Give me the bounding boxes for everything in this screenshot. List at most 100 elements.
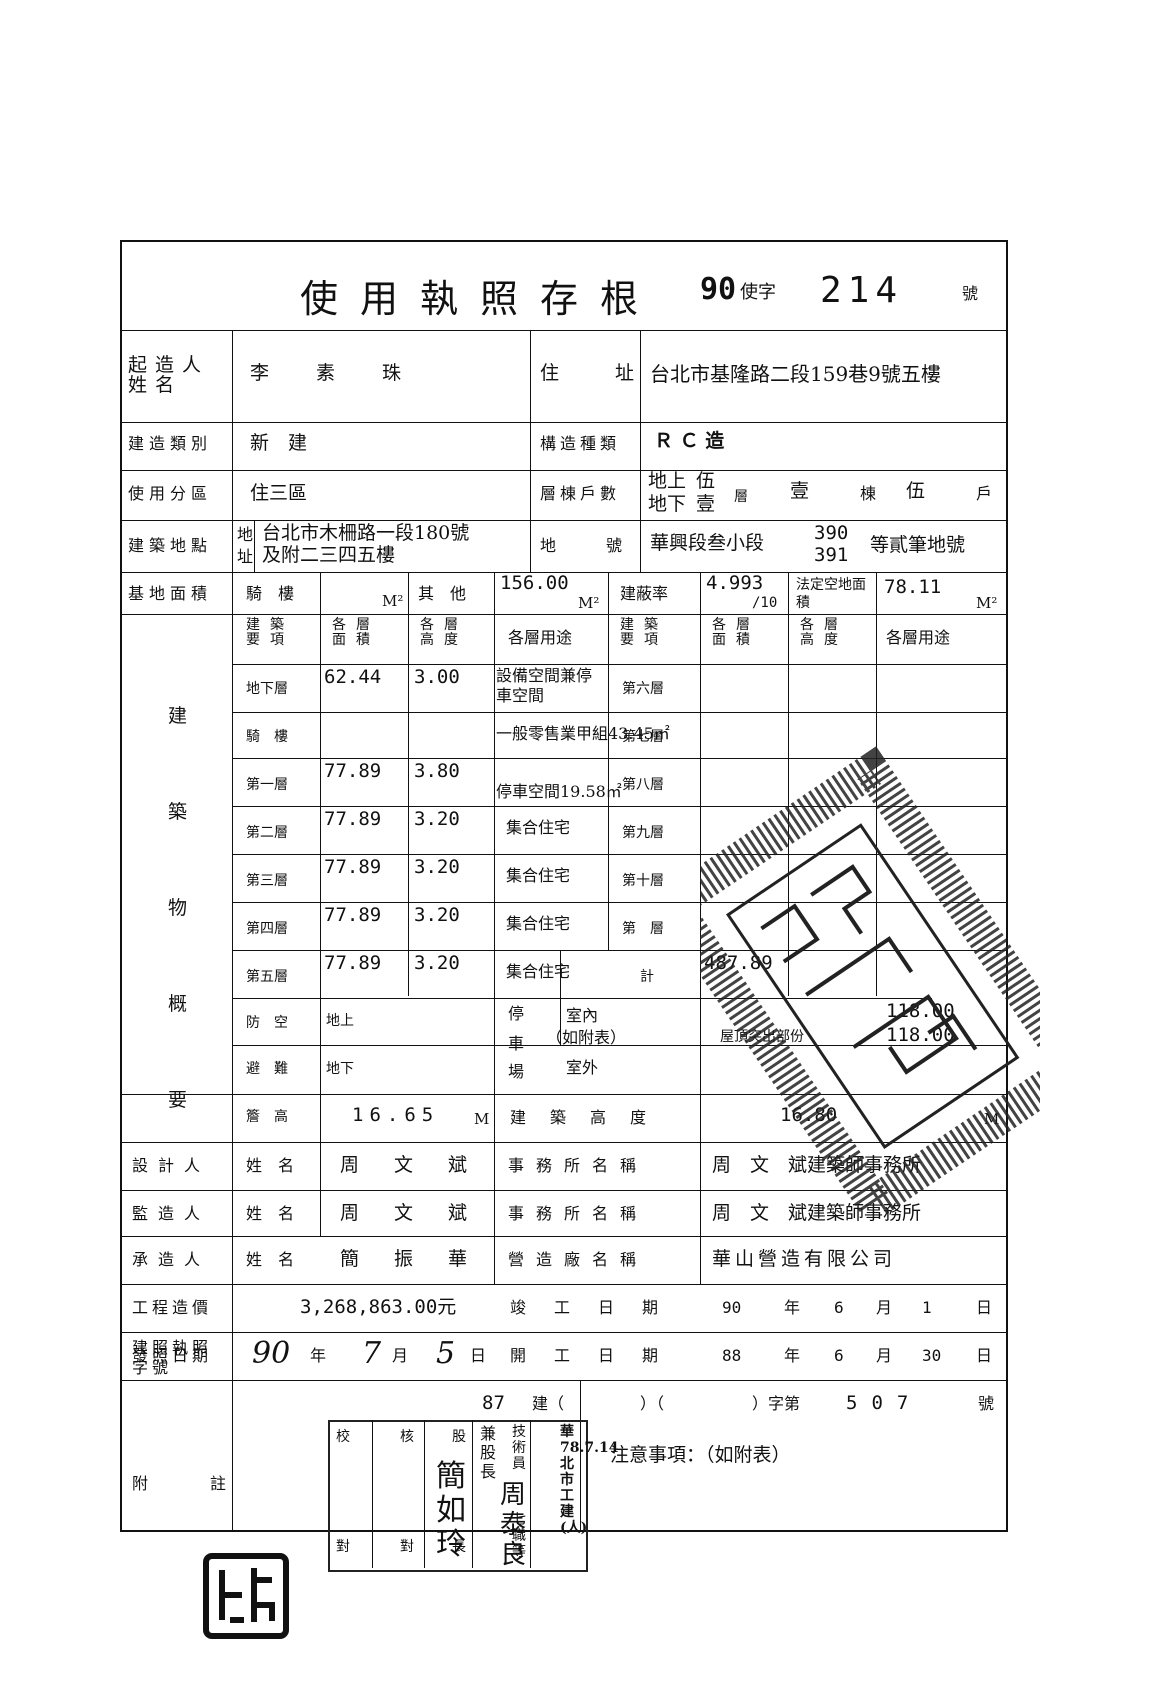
floor-height: 3.20 [414,856,460,878]
floor-name-right: 第十層 [622,873,664,889]
floor-height: 3.20 [414,904,460,926]
lot-suffix: 等貳筆地號 [870,534,966,556]
col-line [320,572,321,1094]
row-line [232,712,1008,713]
row-line [120,330,1008,331]
floor-use: 集合住宅 [506,818,571,837]
notes-text: 注意事項：（如附表） [610,1444,791,1466]
shelter-label-1: 防 空 [246,1015,288,1031]
floor-name: 騎 樓 [246,729,288,745]
site-address-line1: 台北市木柵路一段180號 [262,522,470,544]
permit-char: 使字 [740,282,776,303]
issue-date-label: 發照日期 [132,1346,213,1365]
completion-month: 6 [834,1298,844,1317]
shelter-above: 地上 [326,1013,354,1029]
household-count: 伍 [906,480,926,502]
stamp-divider [530,1420,531,1568]
col-line [608,572,609,950]
stamp-col-1: 兼股長 [480,1424,497,1481]
start-date-label: 開 工 日 期 [510,1346,665,1365]
lot-number-1: 390 [814,522,849,544]
lot-number-2: 391 [814,544,849,566]
coverage-value: 4.993 [706,572,764,594]
building-summary-label: 建築物概要 [168,705,188,1111]
applicant-name: 李 素 珠 [250,362,416,384]
floor-name-right: 第九層 [622,825,664,841]
header-use-right: 各層用途 [886,628,951,647]
issue-month: 7 [362,1336,382,1371]
building-permit-mid3: ）字第 [752,1394,801,1413]
floor-area: 77.89 [324,808,382,830]
col-line [530,330,531,572]
row-line [232,758,1008,759]
col-line [788,572,789,996]
personal-seal-icon [203,1553,289,1639]
above-ground: 地上 [648,470,687,492]
header-area-right: 各層面積 [712,617,760,648]
date-unit: 月 [876,1346,893,1365]
row-line [120,1094,1008,1095]
floor-use: 一般零售業甲組43.45㎡ [496,724,670,743]
parking-outdoor: 室外 [566,1058,599,1077]
date-unit: 年 [784,1346,801,1365]
unit-label: M² [382,592,404,610]
date-unit: 年 [310,1346,327,1365]
floor-use: 集合住宅 [506,962,571,981]
building-count: 壹 [790,480,810,502]
header-height-right: 各層高度 [800,617,848,648]
row-line [232,664,1008,665]
floor-unit: 層 [734,489,748,505]
issue-day: 5 [436,1336,456,1371]
document-frame [120,240,1008,1532]
address-label: 住 址 [540,362,641,384]
approval-stamp [328,1420,588,1572]
floor-height: 3.20 [414,808,460,830]
shelter-label-2: 避 難 [246,1061,288,1077]
notes-label: 附 註 [132,1474,237,1493]
parking-indoor-note: （如附表） [546,1028,627,1047]
structure-label: 構造種類 [540,434,621,453]
row-line [232,998,932,999]
floor-use: 停車空間19.58㎡ [496,782,622,801]
building-permit-mid2: ）（ [640,1394,665,1413]
start-year: 88 [722,1346,742,1365]
row-line [232,950,1008,951]
below-ground-count: 壹 [696,493,716,515]
completion-year: 90 [722,1298,742,1317]
row-line [232,854,1008,855]
supervisor-role: 監造人 [132,1204,211,1223]
floor-area: 77.89 [324,952,382,974]
floor-area: 77.89 [324,904,382,926]
col-line [494,572,495,1094]
open-space-label: 法定空地面積 [796,577,866,611]
row-line [120,572,1008,573]
row-line [120,614,1008,615]
roof-area-2: 118.00 [886,1024,955,1046]
header-item: 建築要項 [246,617,294,648]
arcade-label: 騎 樓 [246,584,295,603]
lot-label: 地 號 [540,536,629,555]
supervisor-office-label: 事務所名稱 [508,1204,649,1223]
stamp-verify: 核 [400,1429,414,1445]
page-title: 使用執照存根 [300,277,661,321]
header-item-right: 建築要項 [620,617,668,648]
col-line [580,1380,581,1532]
eave-unit: M [474,1110,490,1128]
supervisor-name: 周 文 斌 [340,1202,476,1224]
col-line [560,950,561,1045]
date-unit: 年 [784,1298,801,1317]
date-unit: 日 [976,1298,993,1317]
floor-area: 62.44 [324,666,382,688]
header-height: 各層高度 [420,617,468,648]
col-line [254,520,255,572]
stamp-col-3: 七職等 [512,1512,526,1560]
floor-name: 第二層 [246,825,288,841]
stamp-check-2: 對 [336,1539,350,1555]
site-address-line2: 及附二三四五樓 [262,544,396,566]
start-month: 6 [834,1346,844,1365]
floor-name: 第三層 [246,873,288,889]
permit-number: 214 [820,270,904,311]
date-unit: 月 [876,1298,893,1317]
row-line [120,520,1008,521]
eave-label: 簷 高 [246,1109,288,1125]
